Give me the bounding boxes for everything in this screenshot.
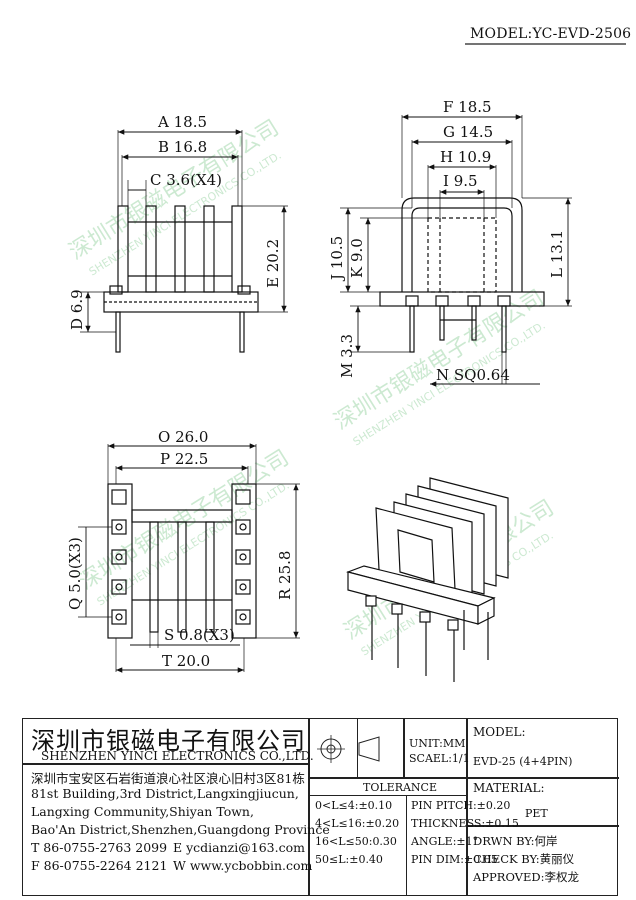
scale: SCAEL:1/1 [409, 752, 470, 765]
email: E ycdianzi@163.com [173, 840, 305, 855]
unit: UNIT:MM [409, 737, 466, 750]
checked-by: CHECK BY:黄丽仪 [473, 852, 575, 866]
address-cn: 深圳市宝安区石岩街道浪心社区浪心旧村3区81栋 [31, 771, 305, 786]
pin-dim: PIN DIM:±0.05 [411, 853, 498, 866]
company-name-cn: 深圳市银磁电子有限公司 [31, 727, 306, 755]
drawn-by: DRWN BY:何岸 [473, 834, 558, 848]
company-name-en: SHENZHEN YINCI ELECTRONICS CO.,LTD. [41, 749, 314, 763]
dim-d: D 6.9 [68, 289, 86, 330]
tolerance-title: TOLERANCE [363, 781, 437, 794]
thickness: THICKNESS:±0.15 [411, 817, 519, 830]
angle: ANGLE:±1° [411, 835, 479, 848]
model-value: EVD-25 (4+4PIN) [473, 755, 573, 768]
address-en-line3: Bao'An District,Shenzhen,Guangdong Provi… [31, 822, 330, 837]
fax: F 86-0755-2264 2121 [31, 858, 168, 873]
material-value: PET [525, 807, 548, 820]
side-view [340, 114, 572, 387]
tolerance-row-3: 16<L≤50:0.30 [315, 835, 397, 848]
tolerance-row-2: 4<L≤16:±0.20 [315, 817, 400, 830]
dim-j: J 10.5 [328, 236, 346, 282]
dim-b: B 16.8 [158, 138, 207, 156]
address-en-line1: 81st Building,3rd District,Langxingjiucu… [31, 786, 299, 801]
approved-by: APPROVED:李权龙 [473, 870, 579, 884]
isometric-view [346, 477, 509, 682]
dim-e: E 20.2 [264, 239, 282, 288]
drawing-model-header: MODEL:YC-EVD-2506 [470, 26, 632, 42]
dim-p: P 22.5 [160, 450, 208, 468]
dim-m: M 3.3 [338, 334, 356, 378]
front-view [80, 129, 288, 353]
dim-o: O 26.0 [158, 428, 208, 446]
technical-drawing: 深圳市银磁电子有限公司 SHENZHEN YINCI ELECTRONICS C… [65, 43, 626, 682]
projection-symbol-icon [317, 735, 380, 763]
dim-r: R 25.8 [276, 551, 294, 600]
dim-g: G 14.5 [443, 123, 493, 141]
phone: T 86-0755-2763 2099 [31, 840, 168, 855]
dim-t: T 20.0 [162, 652, 210, 670]
dim-s: S 0.8(X3) [164, 626, 235, 644]
pin-pitch: PIN PITCH:±0.20 [411, 799, 511, 812]
dim-h: H 10.9 [440, 148, 491, 166]
material-label: MATERIAL: [473, 781, 545, 795]
dim-q: Q 5.0(X3) [66, 537, 84, 610]
model-label: MODEL: [473, 725, 526, 739]
tolerance-row-1: 0<L≤4:±0.10 [315, 799, 393, 812]
dim-c: C 3.6(X4) [150, 171, 222, 189]
watermark-cn-2: 深圳市银磁电子有限公司 [330, 286, 548, 435]
dim-n: N SQ0.64 [436, 366, 510, 384]
dim-f: F 18.5 [443, 98, 492, 116]
dim-k: K 9.0 [348, 238, 366, 278]
bottom-view [78, 443, 300, 673]
dim-i: I 9.5 [443, 172, 478, 190]
dim-a: A 18.5 [157, 113, 207, 131]
website: W www.ycbobbin.com [173, 858, 313, 873]
dim-l: L 13.1 [548, 230, 566, 278]
tolerance-row-4: 50≤L:±0.40 [315, 853, 383, 866]
title-block: 深圳市银磁电子有限公司 SHENZHEN YINCI ELECTRONICS C… [22, 718, 619, 896]
address-en-line2: Langxing Community,Shiyan Town, [31, 804, 254, 819]
